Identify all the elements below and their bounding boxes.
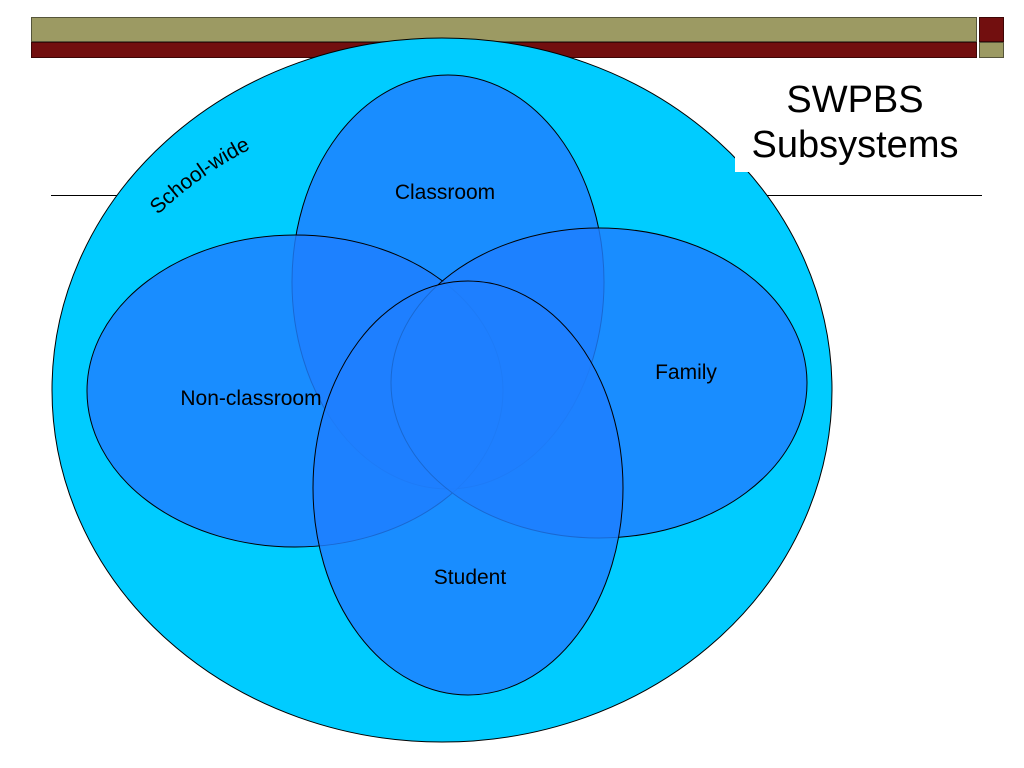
slide-title-line-2: Subsystems: [751, 124, 959, 166]
decorative-olive-bar: [31, 17, 977, 42]
student-ellipse: [312, 280, 624, 696]
non-classroom-label: Non-classroom: [180, 387, 321, 410]
classroom-label: Classroom: [395, 181, 495, 204]
slide-title: SWPBS Subsystems: [735, 76, 975, 172]
student-label: Student: [434, 566, 507, 589]
decorative-maroon-square: [979, 17, 1004, 42]
slide-title-line-1: SWPBS: [786, 79, 924, 121]
decorative-olive-square: [979, 42, 1004, 58]
family-label: Family: [655, 361, 717, 384]
